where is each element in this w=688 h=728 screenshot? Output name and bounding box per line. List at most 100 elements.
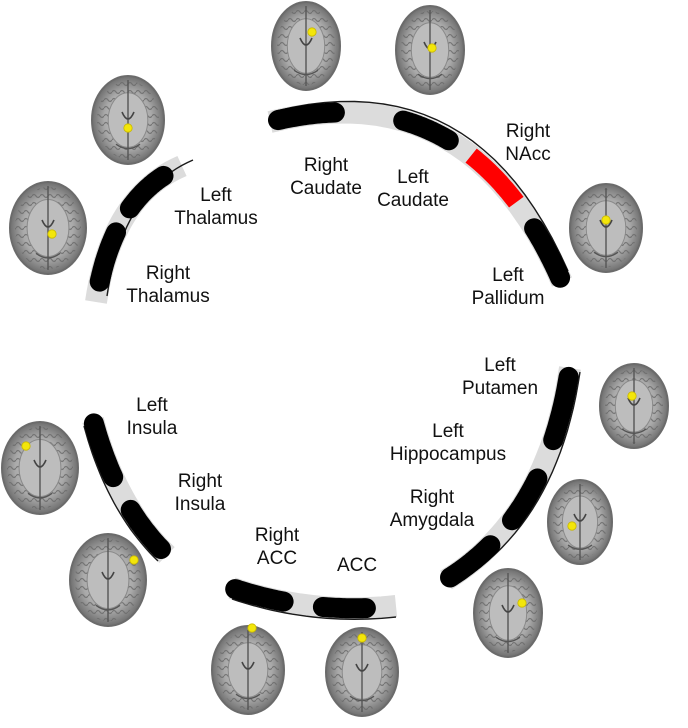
- label-line: Left: [200, 185, 232, 206]
- yellow-dot-marker-icon: [627, 391, 637, 401]
- brain-posterior-sulcus: [417, 73, 443, 80]
- label-line: Right: [505, 121, 551, 142]
- brain-posterior-sulcus: [27, 492, 53, 499]
- brain-slice-right-caudate-icon: [271, 1, 341, 91]
- label-left-putamen: Left Putamen: [462, 354, 538, 400]
- label-line: Insula: [174, 494, 226, 515]
- label-line: Right: [303, 155, 349, 176]
- label-line: Right: [254, 525, 300, 546]
- yellow-dot-marker-icon: [47, 229, 57, 239]
- brain-ventricles: [33, 459, 47, 468]
- segment-left-insula: [83, 413, 124, 488]
- label-left-hippocampus: Left Hippocampus: [390, 420, 506, 466]
- segment-right-thalamus: [89, 222, 126, 292]
- label-line: Thalamus: [174, 208, 258, 229]
- brain-ventricles: [101, 571, 115, 580]
- segment-left-hippocampus: [502, 468, 548, 531]
- yellow-dot-marker-icon: [123, 123, 133, 133]
- arc-striatum-edge: [275, 100, 569, 272]
- label-left-insula: Left Insula: [127, 394, 178, 440]
- segment-left-thalamus: [119, 165, 174, 219]
- arc-acc-edge: [231, 598, 397, 621]
- yellow-dot-marker-icon: [129, 555, 139, 565]
- label-line: Left: [136, 395, 168, 416]
- label-line: Right: [177, 471, 223, 492]
- brain-slice-left-hippocampus-icon: [547, 479, 613, 565]
- label-acc: ACC: [337, 554, 377, 577]
- brain-posterior-sulcus: [293, 69, 319, 76]
- brain-thumbnails: [1, 1, 669, 717]
- brain-posterior-sulcus: [115, 143, 141, 150]
- label-right-thalamus: Right Thalamus: [126, 262, 209, 308]
- label-line: Hippocampus: [389, 444, 507, 465]
- label-line: Caudate: [290, 178, 362, 199]
- brain-slice-right-acc-icon: [211, 623, 285, 715]
- brain-posterior-sulcus: [95, 604, 121, 611]
- label-left-thalamus: Left Thalamus: [174, 184, 257, 230]
- label-line: Right: [409, 487, 455, 508]
- label-line: Left: [397, 167, 429, 188]
- brain-ventricles: [241, 661, 255, 670]
- label-line: Left: [432, 421, 464, 442]
- brain-posterior-sulcus: [567, 544, 593, 550]
- label-left-caudate: Left Caudate: [377, 166, 449, 212]
- yellow-dot-marker-icon: [567, 521, 577, 531]
- segment-left-putamen: [543, 366, 579, 451]
- brain-ventricles: [355, 663, 369, 672]
- label-line: Amygdala: [389, 510, 475, 531]
- label-line: ACC: [256, 548, 298, 569]
- yellow-dot-marker-icon: [357, 633, 367, 643]
- brain-slice-right-nacc-icon: [569, 183, 643, 273]
- segment-left-caudate: [393, 110, 459, 151]
- label-line: Right: [145, 263, 191, 284]
- label-right-insula: Right Insula: [175, 470, 226, 516]
- brain-posterior-sulcus: [495, 636, 521, 643]
- label-right-acc: Right ACC: [255, 524, 299, 570]
- yellow-dot-marker-icon: [21, 441, 31, 451]
- segment-right-insula: [120, 499, 171, 559]
- brain-slice-left-putamen-icon: [599, 363, 669, 449]
- label-right-amygdala: Right Amygdala: [390, 486, 475, 532]
- brain-ventricles: [599, 219, 613, 228]
- brain-posterior-sulcus: [349, 695, 375, 702]
- segment-acc: [312, 597, 376, 619]
- label-left-pallidum: Left Pallidum: [472, 264, 545, 310]
- brain-ventricles: [501, 604, 515, 613]
- label-line: NAcc: [505, 144, 551, 165]
- brain-slice-left-caudate-icon: [395, 5, 465, 95]
- brain-posterior-sulcus: [235, 693, 261, 700]
- brain-slice-acc-icon: [325, 627, 399, 717]
- brain-ventricles: [627, 397, 641, 406]
- yellow-dot-marker-icon: [247, 623, 257, 633]
- brain-slice-right-insula-icon: [69, 533, 147, 627]
- segment-right-acc: [225, 579, 294, 612]
- label-line: Left: [492, 265, 524, 286]
- label-right-nacc: Right NAcc: [505, 120, 550, 166]
- label-line: Pallidum: [471, 288, 545, 309]
- brain-slice-right-thalamus-icon: [9, 181, 87, 275]
- label-line: Thalamus: [126, 286, 210, 307]
- label-line: Insula: [126, 418, 178, 439]
- yellow-dot-marker-icon: [517, 598, 527, 608]
- label-right-caudate: Right Caudate: [290, 154, 362, 200]
- segment-left-pallidum: [524, 218, 571, 288]
- label-line: Caudate: [377, 190, 449, 211]
- brain-posterior-sulcus: [593, 251, 619, 258]
- label-line: Putamen: [461, 378, 539, 399]
- brain-slice-right-amygdala-icon: [473, 568, 543, 658]
- brain-ventricles: [573, 513, 587, 522]
- arc-insula-edge: [83, 425, 159, 562]
- brain-slice-left-thalamus-icon: [91, 75, 165, 165]
- label-line: Left: [484, 355, 516, 376]
- brain-slice-left-insula-icon: [1, 421, 79, 515]
- yellow-dot-marker-icon: [307, 27, 317, 37]
- yellow-dot-marker-icon: [427, 43, 437, 53]
- brain-ventricles: [41, 219, 55, 228]
- brain-posterior-sulcus: [35, 252, 61, 259]
- yellow-dot-marker-icon: [601, 215, 611, 225]
- segment-right-caudate: [268, 102, 345, 131]
- brain-ventricles: [299, 37, 313, 46]
- segment-right-nacc: [465, 148, 524, 208]
- label-line: ACC: [336, 555, 378, 576]
